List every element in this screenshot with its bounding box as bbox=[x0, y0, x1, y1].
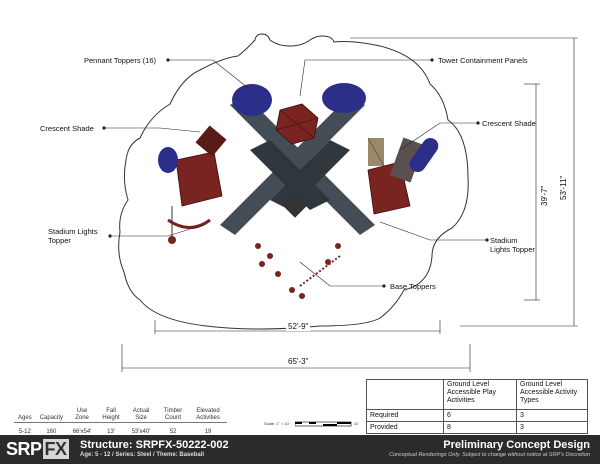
specs-value-fall-height: 13' bbox=[97, 422, 126, 437]
accessibility-header-row: Ground Level Accessible Play Activities … bbox=[366, 379, 588, 410]
scale-label: Scale: 1" = 10' bbox=[264, 421, 290, 427]
specs-value-timber-count: 52 bbox=[157, 422, 190, 437]
logo-srp: SRP bbox=[6, 439, 42, 459]
dimension-inner-width: 52'-9" bbox=[286, 322, 311, 331]
callout-base-toppers: Base Toppers bbox=[390, 282, 436, 291]
dimension-lines bbox=[121, 37, 578, 372]
specs-value-ages: 5-12 bbox=[14, 422, 36, 437]
callout-stadium-lights-right-line2: Lights Topper bbox=[490, 245, 535, 254]
dimension-inner-height: 39'-7" bbox=[540, 185, 549, 206]
accessibility-row-provided: Provided 8 3 bbox=[366, 421, 588, 434]
accessibility-provided-play: 8 bbox=[443, 421, 517, 434]
callout-stadium-lights-left-line2: Topper bbox=[48, 236, 71, 245]
accessibility-row-required: Required 6 3 bbox=[366, 409, 588, 422]
specs-header-row: Ages Capacity Use Zone Fall Height Actua… bbox=[14, 398, 227, 423]
scale-end-label: 10 bbox=[353, 421, 359, 427]
accessibility-header-play: Ground Level Accessible Play Activities bbox=[443, 379, 517, 410]
disclaimer-text: Conceptual Renderings Only. Subject to c… bbox=[389, 452, 590, 458]
callout-tower-containment-panels: Tower Containment Panels bbox=[438, 56, 528, 65]
callout-crescent-shade-left: Crescent Shade bbox=[40, 124, 94, 133]
specs-table: Ages Capacity Use Zone Fall Height Actua… bbox=[14, 398, 228, 437]
use-zone-outline bbox=[118, 33, 469, 330]
callout-stadium-lights-right-line1: Stadium bbox=[490, 236, 518, 245]
structure-subtitle: Age: 5 - 12 / Series: Steel / Theme: Bas… bbox=[80, 452, 205, 458]
specs-value-actual-size: 53'x40' bbox=[125, 422, 158, 437]
specs-header-fall-height: Fall Height bbox=[102, 408, 120, 421]
specs-value-elevated-activities: 19 bbox=[189, 422, 228, 437]
callout-stadium-lights-left-line1: Stadium Lights bbox=[48, 227, 98, 236]
crescent-shades bbox=[158, 83, 439, 173]
scale-bar-graphic bbox=[294, 421, 352, 427]
center-top-deck bbox=[275, 103, 319, 145]
structure-title: Structure: SRPFX-50222-002 bbox=[80, 439, 229, 451]
specs-header-timber-count: Timber Count bbox=[163, 408, 183, 421]
right-tower bbox=[367, 137, 425, 215]
specs-value-capacity: 160 bbox=[35, 422, 68, 437]
callout-leaders bbox=[104, 59, 487, 287]
dimension-outer-height: 53'-11" bbox=[559, 175, 568, 200]
specs-value-row: 5-12 160 66'x54' 13' 53'x40' 52 19 bbox=[14, 422, 228, 437]
accessibility-header-types: Ground Level Accessible Activity Types bbox=[516, 379, 588, 410]
accessibility-required-play: 6 bbox=[443, 409, 517, 422]
concept-design-title: Preliminary Concept Design bbox=[443, 439, 590, 451]
specs-header-capacity: Capacity bbox=[39, 415, 64, 421]
accessibility-required-types: 3 bbox=[516, 409, 588, 422]
center-lower-deck bbox=[282, 192, 308, 218]
accessibility-header-blank bbox=[366, 379, 444, 410]
accessibility-label-required: Required bbox=[366, 409, 444, 422]
callout-dots bbox=[102, 58, 489, 288]
logo-fx: FX bbox=[42, 439, 69, 459]
scale-bar: Scale: 1" = 10' 10 bbox=[264, 420, 358, 428]
balance-beam bbox=[299, 255, 341, 287]
callout-pennant-toppers: Pennant Toppers (16) bbox=[84, 56, 156, 65]
accessibility-provided-types: 3 bbox=[516, 421, 588, 434]
callout-crescent-shade-right: Crescent Shade bbox=[482, 119, 536, 128]
accessibility-label-provided: Provided bbox=[366, 421, 444, 434]
callout-stadium-lights-right: Stadium Lights Topper bbox=[490, 236, 535, 254]
dimension-outer-width: 65'-3" bbox=[288, 357, 309, 366]
specs-header-ages: Ages bbox=[18, 415, 32, 421]
specs-value-use-zone: 66'x54' bbox=[67, 422, 98, 437]
left-tower bbox=[167, 125, 227, 244]
specs-header-actual-size: Actual Size bbox=[132, 408, 150, 421]
accessibility-table: Ground Level Accessible Play Activities … bbox=[366, 379, 588, 434]
specs-header-use-zone: Use Zone bbox=[75, 408, 89, 421]
site-plan-drawing bbox=[102, 33, 578, 372]
callout-stadium-lights-left: Stadium Lights Topper bbox=[48, 227, 98, 245]
structure-x-arms bbox=[220, 95, 375, 235]
base-toppers bbox=[255, 243, 341, 299]
specs-header-elevated-activities: Elevated Activities bbox=[196, 408, 220, 421]
